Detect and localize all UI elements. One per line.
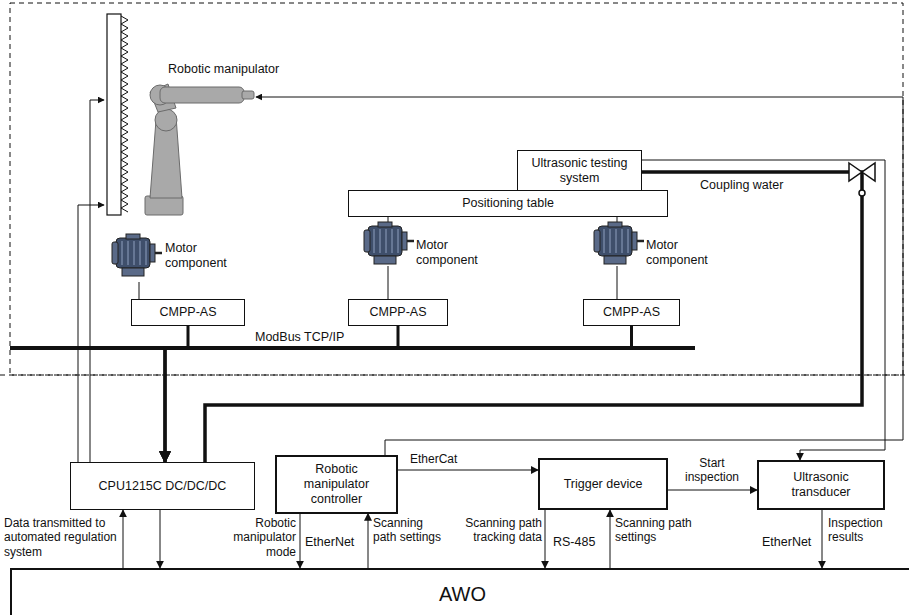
drive-box: CMPP-AS	[583, 299, 680, 326]
medium-label: Coupling water	[700, 178, 810, 193]
edge-label: Robotic manipulator mode	[226, 516, 296, 559]
part-label: Motor component	[646, 238, 718, 268]
bus-label: ModBus TCP/IP	[255, 330, 375, 345]
connector	[300, 514, 301, 569]
robot-arm	[145, 84, 254, 215]
motor-wire	[139, 282, 140, 300]
protocol-label: EtherNet	[762, 535, 820, 550]
node-label: CPU1215C DC/DC/DC	[76, 479, 249, 494]
motor-icon	[594, 222, 644, 264]
axis-control-line	[90, 100, 104, 462]
node-text-group: Positioning table	[354, 196, 662, 211]
trigger-box: Trigger device	[538, 458, 668, 510]
motor-wire	[617, 266, 618, 300]
connector	[668, 490, 757, 491]
node-label: Trigger device	[545, 477, 661, 492]
connector	[165, 326, 398, 462]
system-box: Ultrasonic testing system	[517, 150, 642, 192]
protocol-label: RS-485	[553, 535, 608, 550]
motor-icon	[364, 222, 414, 264]
part-label: Motor component	[165, 241, 237, 271]
edge-label: Scanning path settings	[615, 516, 697, 545]
connector	[160, 510, 161, 568]
drive-box: CMPP-AS	[131, 299, 245, 326]
connector	[368, 514, 369, 569]
node-label: CMPP-AS	[354, 305, 442, 320]
connector	[822, 510, 823, 568]
transducer-box: Ultrasonic transducer	[757, 460, 885, 510]
water-valve	[849, 163, 875, 196]
controller-box: Robotic manipulator controller	[275, 455, 398, 514]
connector	[165, 326, 188, 462]
part-label: Robotic manipulator	[168, 62, 308, 77]
node-text-group: CPU1215C DC/DC/DC	[76, 479, 249, 494]
node-text-group: Ultrasonic transducer	[764, 470, 878, 500]
axis-control-line	[78, 205, 104, 462]
field-boundary	[10, 3, 903, 375]
edge-label: Data transmitted to automated regulation…	[4, 516, 120, 559]
protocol-label: EtherNet	[305, 535, 363, 550]
node-label: Positioning table	[354, 196, 662, 211]
edge-label: EtherCat	[410, 452, 510, 466]
part-label: Motor component	[416, 238, 488, 268]
plc-box: CPU1215C DC/DC/DC	[70, 462, 255, 510]
table-box: Positioning table	[348, 190, 668, 217]
motor-icon	[112, 234, 162, 276]
node-text-group: CMPP-AS	[354, 305, 442, 320]
level-divider	[0, 375, 909, 376]
edge-label: Scanning path tracking data	[464, 516, 542, 545]
node-text-group: Trigger device	[545, 477, 661, 492]
node-text-group: Ultrasonic testing system	[523, 156, 636, 186]
awo-bar: AWO	[10, 568, 909, 615]
edge-label: Scanning path settings	[373, 516, 445, 545]
node-text-group: CMPP-AS	[137, 305, 239, 320]
linear-axis	[107, 14, 121, 215]
connector	[165, 326, 632, 462]
linear-axis-screw	[121, 16, 128, 212]
node-label: CMPP-AS	[589, 305, 674, 320]
edge-label: Start inspection	[680, 456, 744, 485]
node-text-group: CMPP-AS	[589, 305, 674, 320]
connector	[398, 470, 538, 471]
connector	[123, 510, 124, 568]
node-label: Ultrasonic testing system	[523, 156, 636, 186]
connector	[545, 510, 546, 568]
water-pipe	[205, 172, 862, 462]
node-label: CMPP-AS	[137, 305, 239, 320]
connector	[610, 510, 611, 568]
node-label: Ultrasonic transducer	[764, 470, 878, 500]
node-label: AWO	[17, 582, 908, 606]
drive-box: CMPP-AS	[348, 299, 448, 326]
edge-label: Inspection results	[828, 516, 904, 545]
motor-wire	[388, 266, 389, 300]
node-text-group: Robotic manipulator controller	[282, 462, 391, 507]
node-label: Robotic manipulator controller	[282, 462, 391, 507]
node-text-group: AWO	[17, 582, 908, 606]
